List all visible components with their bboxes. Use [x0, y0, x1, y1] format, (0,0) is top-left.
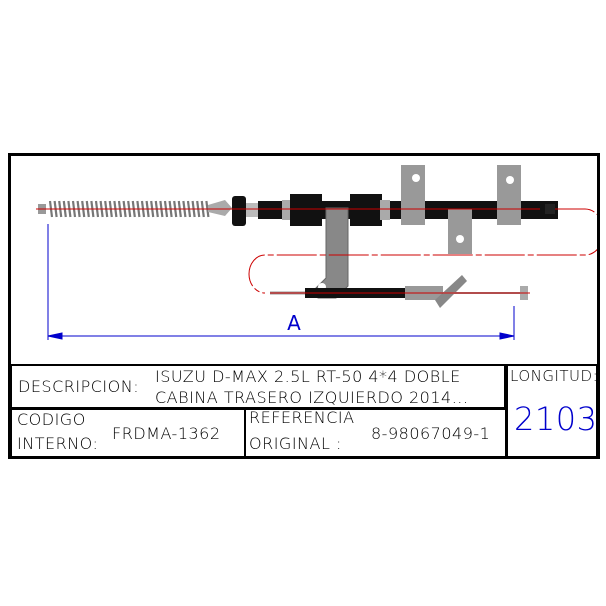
- bracket-4: [497, 165, 521, 225]
- codigo-value: FRDMA-1362: [112, 424, 221, 443]
- cable-drawing: /* placeholder */ A: [36, 165, 597, 340]
- drawing-frame: /* placeholder */ A DESCRIPCION: ISUZU D: [8, 153, 600, 459]
- descripcion-cell: DESCRIPCION: ISUZU D-MAX 2.5L RT-50 4*4 …: [10, 364, 506, 409]
- descripcion-label: DESCRIPCION:: [18, 377, 140, 396]
- referencia-label-1: REFERENCIA: [249, 408, 355, 427]
- codigo-label-1: CODIGO: [17, 410, 86, 429]
- longitud-cell: LONGITUD: 2103: [506, 364, 598, 458]
- cable-path: [248, 208, 597, 294]
- referencia-cell: REFERENCIA ORIGINAL : 8-98067049-1: [244, 408, 507, 458]
- lower-bracket: [435, 275, 467, 308]
- bracket-3: [448, 209, 472, 254]
- descripcion-line2: CABINA TRASERO IZQUIERDO 2014...: [155, 388, 469, 407]
- longitud-label: LONGITUD:: [510, 367, 599, 385]
- boot-1: [290, 194, 322, 226]
- bracket-2: [401, 165, 425, 225]
- referencia-value: 8-98067049-1: [371, 424, 491, 443]
- codigo-cell: CODIGO INTERNO: FRDMA-1362: [10, 408, 246, 458]
- boot-2: [350, 194, 382, 226]
- descripcion-line1: ISUZU D-MAX 2.5L RT-50 4*4 DOBLE: [155, 367, 461, 386]
- longitud-value: 2103: [514, 400, 598, 438]
- referencia-label-2: ORIGINAL :: [249, 434, 342, 453]
- grommet: [232, 196, 246, 226]
- dimension-a: [47, 224, 515, 340]
- codigo-label-2: INTERNO:: [17, 434, 99, 453]
- spring-seat: [208, 200, 232, 216]
- dimension-label: A: [287, 311, 301, 335]
